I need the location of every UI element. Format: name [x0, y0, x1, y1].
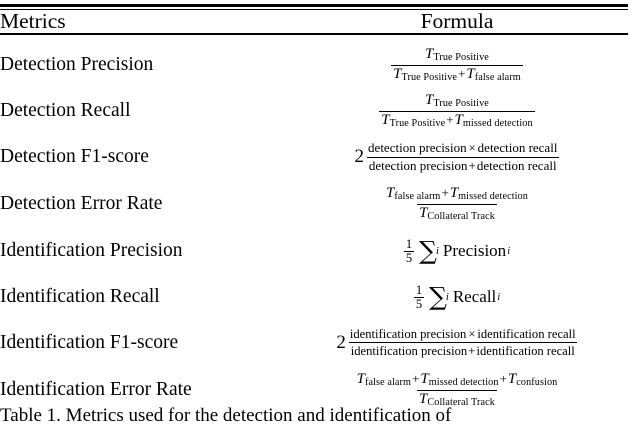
sub-term: Collateral Track [427, 210, 495, 222]
operator: + [458, 65, 466, 81]
operator: + [441, 184, 449, 200]
sub-term: false alarm [394, 190, 441, 202]
column-header-metrics: Metrics [0, 9, 66, 33]
sub-term: True Positive [433, 51, 489, 63]
metric-formula: TTrue Positive TTrue Positive+Tfalse ala… [391, 45, 523, 83]
table-header-rule [0, 33, 628, 36]
word-term: identification recall [477, 326, 576, 341]
sub-term: missed detection [462, 117, 533, 129]
word-term: detection recall [476, 157, 557, 173]
operator: + [468, 157, 476, 173]
table-row: Identification Precision 1 5 ∑i Precisio… [0, 228, 628, 274]
summation-index: i [445, 291, 449, 303]
metric-formula: 2 detection precision×detection recall d… [286, 134, 628, 180]
table-row: Identification Error Rate Tfalse alarm+T… [0, 366, 628, 414]
metric-label: Detection Recall [0, 100, 131, 121]
fraction-denominator: 5 [403, 250, 415, 265]
table-row: Detection Recall TTrue Positive TTrue Po… [0, 88, 628, 134]
table-header-row: Metrics Formula [0, 10, 628, 33]
word-term: detection precision [368, 157, 468, 173]
sub-term: Collateral Track [427, 396, 495, 408]
summation-icon: ∑ [419, 236, 437, 265]
word-term: detection precision [368, 140, 467, 156]
sub-term: True Positive [389, 117, 446, 129]
operator: + [446, 111, 454, 127]
sub-term: missed detection [458, 190, 528, 202]
metric-formula: Tfalse alarm+Tmissed detection TCollater… [386, 184, 528, 222]
word-term: identification precision [350, 344, 468, 358]
table-caption: Table 1. Metrics used for the detection … [0, 405, 452, 426]
metric-formula: Tfalse alarm+Tmissed detection+Tconfusio… [356, 370, 558, 408]
table-top-rule-thick [0, 4, 628, 7]
header-spacer [0, 33, 628, 42]
fraction-numerator: 1 [405, 236, 413, 251]
word-term: identification recall [476, 344, 575, 358]
function-index: i [507, 245, 511, 257]
metric-label: Identification Error Rate [0, 379, 192, 400]
metric-label: Identification Precision [0, 240, 183, 261]
coefficient: 2 [336, 332, 346, 353]
table-row: Detection Precision TTrue Positive TTrue… [0, 42, 628, 88]
sub-term: false alarm [474, 71, 521, 83]
sub-term: confusion [516, 376, 558, 388]
table-row: Detection F1-score 2 detection precision… [0, 134, 628, 180]
sub-term: True Positive [433, 97, 489, 109]
summation-index: i [435, 245, 439, 257]
summation-icon: ∑ [429, 282, 447, 311]
function-name: Recall [452, 287, 497, 306]
operator: + [412, 370, 420, 386]
metric-formula: 2 identification precision×identificatio… [286, 320, 628, 366]
table-row: Detection Error Rate Tfalse alarm+Tmisse… [0, 180, 628, 228]
sub-term: True Positive [401, 71, 458, 83]
metric-label: Detection F1-score [0, 146, 149, 167]
function-index: i [497, 291, 501, 303]
operator: × [468, 326, 476, 341]
operator: + [499, 370, 507, 386]
metric-label: Detection Precision [0, 54, 154, 75]
fraction-denominator: 5 [413, 296, 425, 311]
sub-term: false alarm [365, 376, 412, 388]
coefficient: 2 [354, 146, 365, 167]
table-top-rule-thin [0, 8, 628, 10]
word-term: detection recall [477, 140, 558, 156]
fraction-numerator: 1 [415, 282, 423, 297]
operator: + [468, 343, 476, 358]
operator: × [468, 141, 476, 156]
metric-label: Identification F1-score [0, 332, 179, 353]
metric-label: Identification Recall [0, 286, 160, 307]
function-name: Precision [442, 241, 507, 260]
metrics-table: Metrics Formula Detection Precision TTru… [0, 10, 628, 414]
column-header-formula: Formula [420, 9, 494, 33]
table-row: Identification F1-score 2 identification… [0, 320, 628, 366]
sub-term: missed detection [428, 376, 499, 388]
metric-label: Detection Error Rate [0, 193, 163, 214]
word-term: identification precision [349, 326, 467, 341]
metric-formula: TTrue Positive TTrue Positive+Tmissed de… [379, 91, 535, 129]
